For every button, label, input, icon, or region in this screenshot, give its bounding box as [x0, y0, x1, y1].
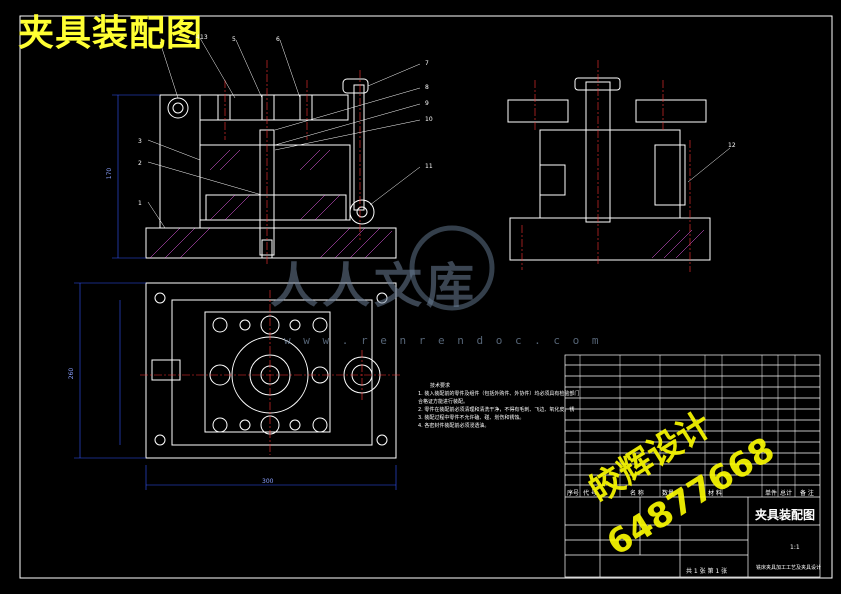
callout-label: 9 [425, 100, 429, 107]
title-block-sheet: 共 1 张 第 1 张 [686, 568, 728, 575]
title-block-scale: 1:1 [790, 544, 800, 551]
callout-label: 1 [138, 200, 142, 207]
dimension-label: 300 [262, 478, 274, 485]
title-block-header: 总计 [780, 490, 793, 497]
callout-label: 6 [276, 36, 280, 43]
callout-label: 2 [138, 160, 142, 167]
technical-notes-heading: 技术要求 [430, 383, 451, 389]
dimension-label: 170 [106, 167, 114, 180]
technical-note-line: 1. 装入装配前的零件及组件（包括外购件、外协件）均必须具有检验部门 [418, 391, 580, 397]
title-block-header: 材 料 [708, 490, 722, 497]
callout-label: 10 [425, 116, 433, 123]
title-block-header: 代 号 [583, 490, 597, 497]
drawing-title: 夹具装配图 [18, 13, 204, 54]
watermark-logo [409, 225, 495, 311]
title-block-subtitle: 铣床夹具加工工艺及夹具设计 [756, 565, 822, 571]
title-block-header: 数量 [662, 490, 675, 497]
technical-note-line: 合格证方能进行装配。 [418, 399, 469, 405]
callout-label: 11 [425, 163, 433, 170]
callout-label: 13 [200, 34, 208, 41]
technical-note-line: 4. 各密封件装配前必须浸透油。 [418, 423, 490, 429]
technical-notes: 技术要求 1. 装入装配前的零件及组件（包括外购件、外协件）均必须具有检验部门 … [418, 382, 580, 430]
title-block [564, 354, 821, 578]
title-block-header: 单件 [765, 490, 778, 497]
callout-label: 12 [728, 142, 736, 149]
title-block-header: 序号 [567, 490, 580, 497]
callout-label: 7 [425, 60, 429, 67]
front-view [112, 37, 421, 265]
callout-label: 4 [196, 34, 200, 41]
title-block-drawing-name: 夹具装配图 [755, 508, 816, 522]
callout-label: 5 [232, 36, 236, 43]
technical-note-line: 2. 零件在装配前必须清理和清洗干净，不得有毛刺、飞边、氧化皮、锈 [418, 407, 575, 413]
dimension-label: 260 [68, 367, 76, 380]
title-block-header: 备 注 [800, 490, 814, 497]
watermark-site: w w w . r e n r e n d o c . c o m [284, 334, 602, 347]
title-block-header: 名 称 [630, 490, 644, 497]
technical-note-line: 3. 装配过程中零件不允许磕、碰、划伤和锈蚀。 [418, 415, 525, 421]
callout-label: 8 [425, 84, 429, 91]
drawing-border [19, 15, 833, 579]
side-view [507, 60, 731, 272]
watermark-brand: 人人文库 [270, 258, 479, 314]
top-view [74, 282, 400, 490]
callout-label: 3 [138, 138, 142, 145]
